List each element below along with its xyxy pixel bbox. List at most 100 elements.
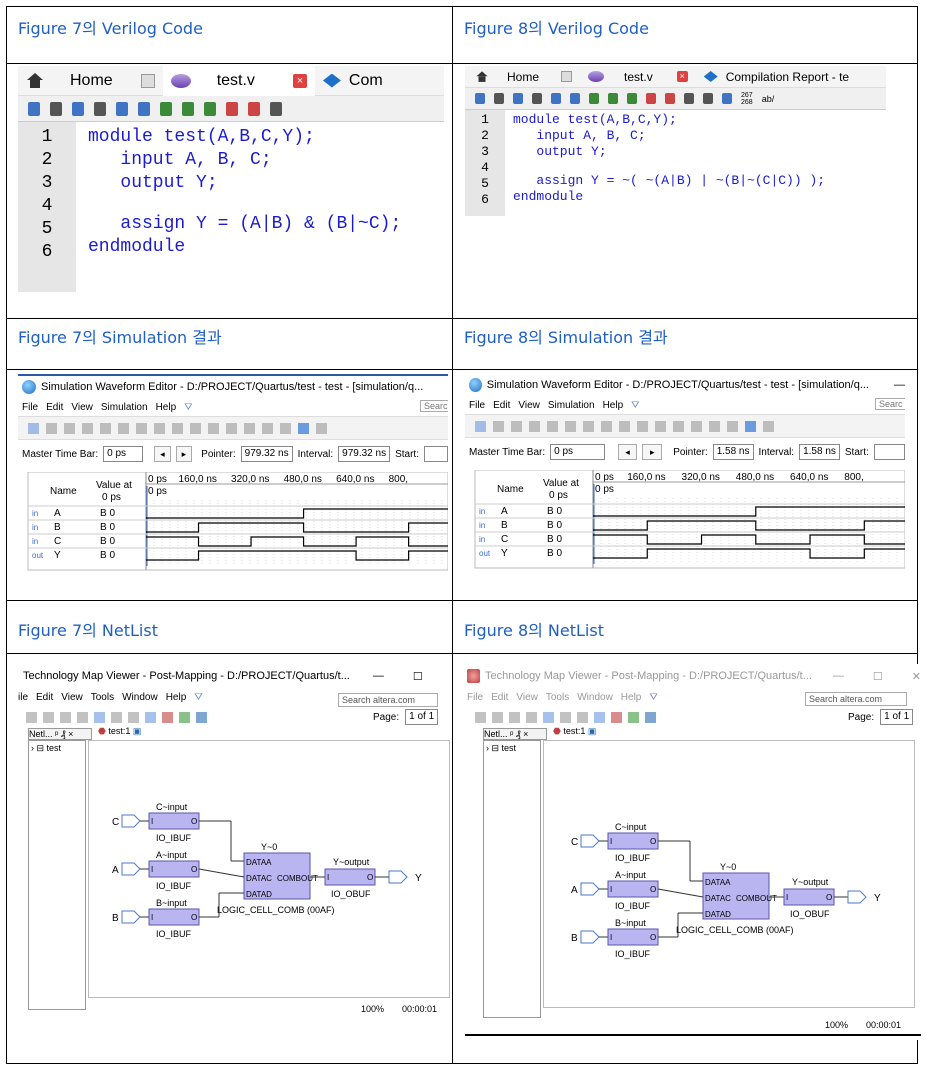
toolbar-icon[interactable] [100, 422, 111, 434]
toolbar-icon[interactable] [583, 420, 594, 432]
master-time-input[interactable]: 0 ps [103, 446, 144, 462]
toolbar-icon[interactable] [691, 420, 702, 432]
menu-item-view[interactable]: View [518, 399, 540, 411]
tree-expand-icon[interactable]: › [486, 743, 489, 753]
maximize-icon[interactable]: ☐ [412, 670, 423, 683]
indent-icon[interactable] [551, 93, 561, 104]
menu-item-simulation[interactable]: Simulation [547, 399, 595, 411]
find-icon[interactable] [77, 711, 88, 723]
close-icon[interactable]: ✕ [911, 670, 921, 683]
bookmark-icon[interactable] [608, 93, 618, 104]
next-button[interactable]: ▸ [642, 444, 663, 460]
search-input[interactable]: Searc [420, 400, 448, 412]
input-pin-a[interactable] [121, 862, 141, 876]
doc-tab[interactable]: ⬣ test:1 ▣ [98, 726, 142, 736]
bookmark-delete-icon[interactable] [248, 101, 260, 116]
toolbar-icon[interactable] [763, 420, 774, 432]
zoom-icon[interactable] [560, 711, 571, 723]
pointer-field[interactable]: 979.32 ns [240, 446, 293, 462]
signal-name[interactable]: B [54, 522, 61, 533]
indent-icon[interactable] [116, 101, 128, 116]
menu-item-view[interactable]: View [71, 401, 93, 413]
menu-item-window[interactable]: Window [122, 691, 158, 703]
minimize-icon[interactable]: — [372, 670, 384, 682]
toolbar-icon[interactable] [565, 420, 576, 432]
menu-item-help[interactable]: Help [165, 691, 187, 703]
help-icon[interactable]: ⛛ [631, 399, 640, 411]
find-icon[interactable] [494, 93, 504, 104]
toolbar-icon[interactable] [262, 422, 273, 434]
toolbar-icon[interactable] [655, 420, 666, 432]
menu-item-view[interactable]: View [516, 691, 538, 703]
back-icon[interactable] [475, 711, 486, 723]
toolbar-icon[interactable] [684, 93, 694, 104]
toolbar-icon[interactable] [208, 422, 219, 434]
toolbar-icon[interactable] [172, 422, 183, 434]
toolbar-icon[interactable] [577, 711, 588, 723]
toolbar-icon[interactable] [511, 420, 522, 432]
start-field[interactable] [424, 446, 448, 462]
toolbar-icon[interactable] [745, 420, 756, 432]
help-icon[interactable]: ⛛ [184, 401, 193, 413]
next-button[interactable]: ▸ [175, 446, 193, 462]
toolbar-icon[interactable] [179, 711, 190, 723]
toolbar-icon[interactable] [72, 101, 84, 116]
search-input[interactable]: Searc [875, 398, 905, 410]
bookmark-icon[interactable] [589, 93, 599, 104]
signal-name[interactable]: Y [54, 550, 61, 561]
tab-close-icon[interactable]: × [292, 73, 307, 88]
test-v-tab[interactable]: test.v× [580, 70, 696, 84]
signal-name[interactable]: C [54, 536, 61, 547]
menu-item-help[interactable]: Help [155, 401, 177, 413]
menu-item-file[interactable]: File [469, 399, 486, 411]
find-icon[interactable] [526, 711, 537, 723]
netlist-panel-tab[interactable]: Netl... ᵖ ₰ × [483, 728, 547, 740]
input-pin-b[interactable] [121, 910, 141, 924]
signal-name[interactable]: A [501, 506, 508, 517]
tree-item[interactable]: test [46, 743, 62, 753]
toolbar-icon[interactable] [82, 422, 93, 434]
toolbar-icon[interactable] [128, 711, 139, 723]
toolbar-icon[interactable] [532, 93, 542, 104]
maximize-icon[interactable]: ☐ [872, 670, 883, 683]
select-tool-icon[interactable] [28, 422, 39, 434]
signal-name[interactable]: Y [501, 548, 508, 559]
toolbar-icon[interactable] [727, 420, 738, 432]
zoom-tool-icon[interactable] [46, 422, 57, 434]
toolbar-icon[interactable] [513, 93, 523, 104]
prev-button[interactable]: ◂ [617, 444, 638, 460]
select-icon[interactable] [543, 711, 554, 723]
toolbar-icon[interactable] [628, 711, 639, 723]
outdent-icon[interactable] [138, 101, 150, 116]
input-pin-c[interactable] [121, 814, 141, 828]
toolbar-icon[interactable] [673, 420, 684, 432]
menu-item-help[interactable]: Help [602, 399, 624, 411]
toolbar-icon[interactable] [509, 711, 520, 723]
menu-item-help[interactable]: Help [620, 691, 642, 703]
menu-item-file[interactable]: File [22, 401, 39, 413]
forward-icon[interactable] [492, 711, 503, 723]
toolbar-icon[interactable] [619, 420, 630, 432]
toolbar-icon[interactable] [703, 93, 713, 104]
master-time-input[interactable]: 0 ps [550, 444, 605, 460]
toolbar-icon[interactable] [196, 711, 207, 723]
bookmark-icon[interactable] [627, 93, 637, 104]
toolbar-icon[interactable] [190, 422, 201, 434]
doc-tab[interactable]: ⬣ test:1 ▣ [553, 726, 597, 736]
zoom-icon[interactable] [111, 711, 122, 723]
toolbar-icon[interactable] [475, 93, 485, 104]
search-input[interactable]: Search altera.com [805, 692, 907, 706]
toolbar-icon[interactable] [64, 422, 75, 434]
bookmark-icon[interactable] [204, 101, 216, 116]
select-icon[interactable] [94, 711, 105, 723]
toolbar-icon[interactable] [226, 422, 237, 434]
bookmark-delete-icon[interactable] [665, 93, 675, 104]
logic-cell[interactable] [702, 872, 770, 920]
compilation-report-tab[interactable]: Compilation Report - te [696, 70, 857, 84]
tree-item[interactable]: test [501, 743, 517, 753]
toolbar-icon[interactable] [547, 420, 558, 432]
toolbar-icon[interactable] [280, 422, 291, 434]
help-icon[interactable]: ⛛ [194, 691, 203, 703]
